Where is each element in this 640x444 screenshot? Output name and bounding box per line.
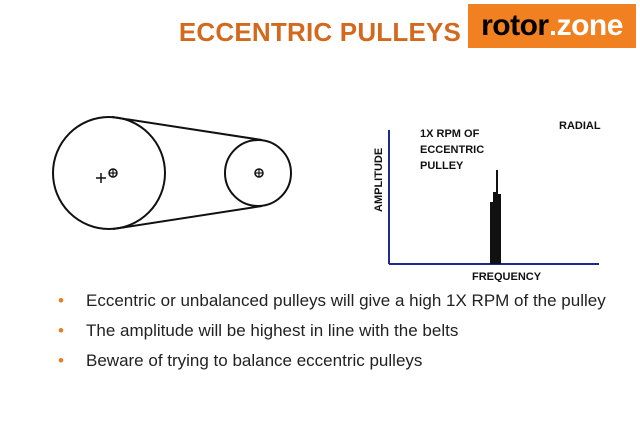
logo-text-right: zone — [556, 9, 624, 42]
spectrum-diagram: AMPLITUDE FREQUENCY RADIAL 1X RPM OF ECC… — [373, 120, 601, 282]
annotation-line-3: PULLEY — [420, 160, 464, 172]
annotation-line-2: ECCENTRIC — [420, 144, 484, 156]
list-item: • Beware of trying to balance eccentric … — [58, 350, 618, 371]
large-pulley — [52, 116, 166, 230]
x-axis-label: FREQUENCY — [472, 271, 542, 282]
list-item: • Eccentric or unbalanced pulleys will g… — [58, 290, 618, 311]
logo-text-left: rotor — [481, 9, 549, 42]
bullet-marker: • — [58, 351, 64, 370]
bullet-text: The amplitude will be highest in line wi… — [86, 321, 459, 340]
large-pulley-center-mark — [96, 168, 118, 183]
bullet-marker: • — [58, 321, 64, 340]
direction-label: RADIAL — [559, 120, 601, 132]
small-pulley-center-mark — [254, 168, 264, 178]
bullet-text: Eccentric or unbalanced pulleys will giv… — [86, 291, 606, 310]
slide-title: ECCENTRIC PULLEYS — [178, 17, 462, 47]
annotation-line-1: 1X RPM OF — [420, 128, 480, 140]
spectrum-peak-1x — [490, 170, 501, 264]
bullet-list: • Eccentric or unbalanced pulleys will g… — [58, 290, 618, 380]
y-axis-label: AMPLITUDE — [373, 148, 385, 212]
bullet-text: Beware of trying to balance eccentric pu… — [86, 351, 423, 370]
belt-top — [111, 116, 263, 141]
pulley-diagram — [52, 116, 292, 230]
list-item: • The amplitude will be highest in line … — [58, 320, 618, 341]
brand-logo: rotor zone — [468, 4, 636, 48]
bullet-marker: • — [58, 291, 64, 310]
belt-bottom — [112, 205, 263, 230]
logo-dot — [550, 31, 555, 35]
